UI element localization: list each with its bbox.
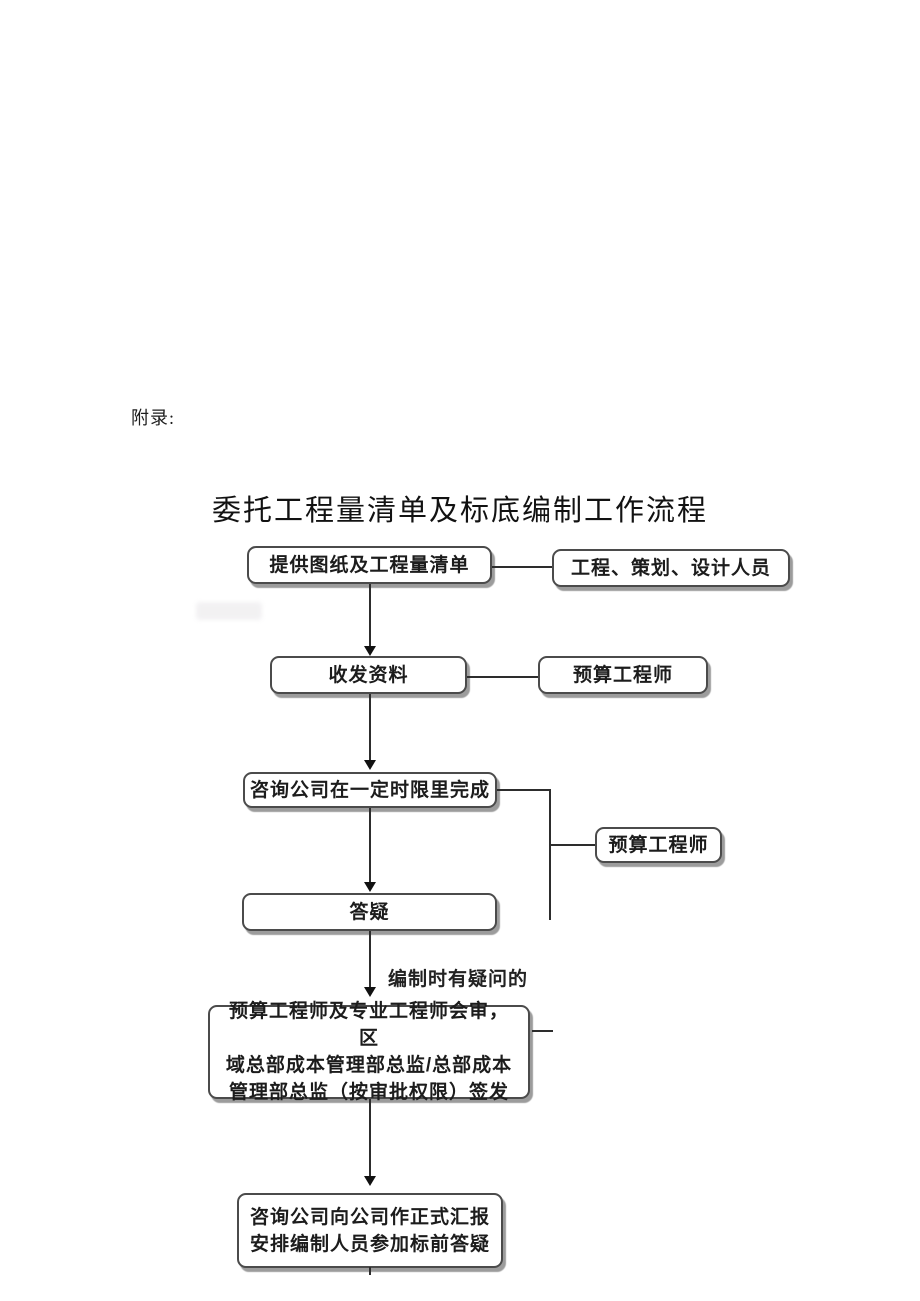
arrow-line-3 [369, 808, 371, 883]
connector-n3-right [497, 789, 550, 791]
arrow-head-2-icon [364, 760, 376, 770]
side-node-engineering-planning-design-staff: 工程、策划、设计人员 [552, 549, 790, 587]
connector-n3-s3 [551, 844, 595, 846]
flow-node-receive-dispatch-materials: 收发资料 [270, 656, 467, 694]
flow-node-answer-questions: 答疑 [242, 893, 497, 931]
faint-artifact [196, 602, 262, 620]
connector-n5-right-stub [532, 1030, 553, 1032]
connector-n2-s2 [467, 676, 538, 678]
arrow-head-4-icon [364, 987, 376, 997]
flow-node-provide-drawings-and-boq: 提供图纸及工程量清单 [247, 546, 492, 584]
arrow-line-1 [369, 584, 371, 647]
arrow-head-5-icon [364, 1176, 376, 1186]
flow-node-consulting-company-deadline: 咨询公司在一定时限里完成 [243, 772, 497, 808]
annotation-questions-during-preparation: 编制时有疑问的 [388, 969, 529, 990]
arrow-line-2 [369, 694, 371, 761]
connector-n6-bottom-stub [369, 1267, 371, 1275]
flow-node-joint-review-sign-off: 预算工程师及专业工程师会审，区 域总部成本管理部总监/总部成本 管理部总监（按审… [208, 1001, 530, 1103]
connector-n1-s1 [492, 566, 552, 568]
side-node-budget-engineer-1: 预算工程师 [538, 656, 708, 694]
connector-n3-vertical [549, 789, 551, 920]
arrow-line-4 [369, 931, 371, 988]
arrow-head-3-icon [364, 882, 376, 892]
arrow-head-1-icon [364, 646, 376, 656]
side-node-budget-engineer-2: 预算工程师 [595, 827, 722, 863]
flow-node-formal-report-pre-bid-answers: 咨询公司向公司作正式汇报 安排编制人员参加标前答疑 [237, 1193, 503, 1268]
arrow-line-5 [369, 1099, 371, 1177]
page-title: 委托工程量清单及标底编制工作流程 [211, 495, 708, 527]
appendix-label: 附录: [131, 408, 176, 428]
